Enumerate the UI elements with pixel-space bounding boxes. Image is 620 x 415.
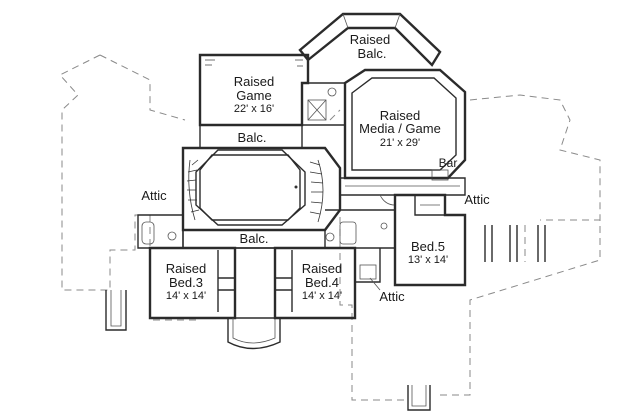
- raised-game-label-1: Raised: [234, 74, 274, 89]
- roof-outline-dashed: [59, 54, 601, 401]
- balcony-lower: Balc.: [182, 229, 326, 249]
- bed4-label-2: Bed.4: [305, 275, 339, 290]
- raised-media-label-1: Raised: [380, 108, 420, 123]
- balc-upper-label: Balc.: [238, 130, 267, 145]
- open-to-below: [181, 146, 342, 232]
- bed4-label-1: Raised: [302, 261, 342, 276]
- bar-label: Bar: [439, 156, 458, 170]
- bar-counter: [431, 169, 449, 181]
- bed5-dims: 13' x 14': [408, 254, 448, 266]
- toilet-icon: [327, 87, 337, 97]
- stair-icon: [309, 159, 324, 223]
- raised-media-room: Raised Media / Game 21' x 29' Bar: [343, 68, 467, 181]
- bed3-label-2: Bed.3: [169, 275, 203, 290]
- toilet-icon: [167, 231, 177, 241]
- bedroom-4: Raised Bed.4 14' x 14': [273, 246, 357, 320]
- balcony-upper: Balc.: [199, 124, 303, 149]
- raised-balc-label-2: Balc.: [358, 46, 387, 61]
- raised-balcony-top: Raised Balc.: [298, 12, 442, 67]
- door-swing-icon: [379, 194, 396, 206]
- bedroom-3: Raised Bed.3 14' x 14': [148, 246, 237, 320]
- attic-right-label: Attic: [464, 192, 490, 207]
- attic-bottom-label: Attic: [379, 289, 405, 304]
- raised-balc-label-1: Raised: [350, 32, 390, 47]
- raised-game-dims: 22' x 16': [234, 103, 274, 115]
- bedroom-5: Bed.5 13' x 14': [393, 193, 467, 287]
- closet-block: [302, 82, 346, 126]
- bath-left: [137, 214, 184, 249]
- bed3-label-1: Raised: [166, 261, 206, 276]
- hall-right: [339, 177, 466, 206]
- attic-leader-line: [369, 277, 381, 291]
- toilet-icon: [325, 232, 335, 242]
- raised-media-dims: 21' x 29': [380, 137, 420, 149]
- exterior-columns: [105, 225, 546, 411]
- stair-icon: [186, 159, 200, 221]
- attic-left-label: Attic: [141, 188, 167, 203]
- bed4-dims: 14' x 14': [302, 290, 342, 302]
- bed3-dims: 14' x 14': [166, 290, 206, 302]
- bathtub-icon: [141, 221, 155, 245]
- balc-lower-label: Balc.: [240, 231, 269, 246]
- raised-game-room: Raised Game 22' x 16': [198, 53, 310, 127]
- bathtub-icon: [359, 264, 377, 280]
- bed5-label: Bed.5: [411, 239, 445, 254]
- raised-game-label-2: Game: [236, 88, 271, 103]
- raised-media-label-2: Media / Game: [359, 121, 441, 136]
- bathtub-icon: [339, 221, 357, 245]
- sink-icon: [380, 222, 388, 230]
